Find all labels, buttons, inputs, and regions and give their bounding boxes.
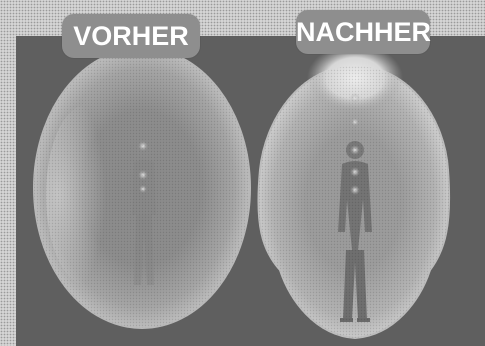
before-label: VORHER bbox=[62, 14, 200, 58]
before-aura bbox=[34, 48, 250, 328]
after-aura bbox=[258, 44, 449, 338]
after-label: NACHHER bbox=[296, 10, 430, 54]
